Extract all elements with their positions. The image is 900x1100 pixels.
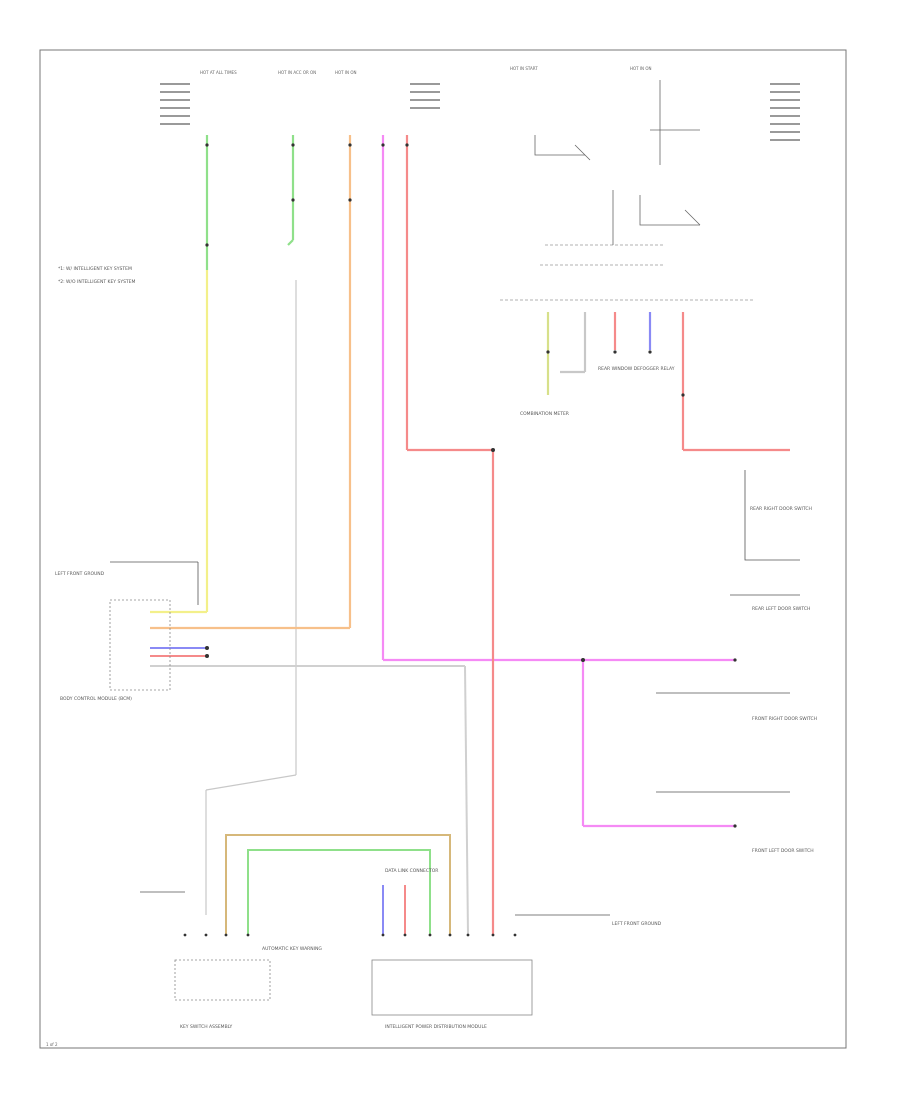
wire-magenta — [381, 135, 735, 828]
wire-grey-long — [205, 280, 297, 915]
wire-green-yellow — [150, 135, 209, 614]
wire-red — [405, 135, 495, 935]
bcm-label: BODY CONTROL MODULE (BCM) — [60, 696, 132, 702]
rear-left-door-label: REAR LEFT DOOR SWITCH — [752, 606, 810, 612]
wire-right-black — [110, 470, 800, 916]
component-boxes — [109, 599, 533, 1016]
data-link-label: DATA LINK CONNECTOR — [385, 868, 438, 874]
diagram-border — [39, 49, 847, 1049]
ipdm-label: INTELLIGENT POWER DISTRIBUTION MODULE — [385, 1024, 487, 1030]
fuse-label-5: HOT IN ON — [630, 66, 651, 71]
wire-fuse2-green — [287, 135, 295, 246]
bcm-ground-label: LEFT FRONT GROUND — [55, 571, 105, 577]
page-code: 1 of 2 — [46, 1042, 58, 1047]
front-right-door-label: FRONT RIGHT DOOR SWITCH — [752, 716, 817, 722]
ground-note-label: LEFT FRONT GROUND — [612, 921, 662, 927]
wire-red-right — [681, 312, 790, 452]
switch-schematics — [534, 80, 701, 245]
fuse-block-labels: HOT AT ALL TIMES HOT IN ACC OR ON HOT IN… — [200, 66, 651, 75]
legend-line-1: *1: W/ INTELLIGENT KEY SYSTEM — [58, 266, 132, 272]
fuse-label-2: HOT IN ACC OR ON — [278, 70, 316, 75]
component-labels: *1: W/ INTELLIGENT KEY SYSTEM *2: W/O IN… — [46, 266, 817, 1047]
front-left-door-label: FRONT LEFT DOOR SWITCH — [752, 848, 814, 854]
fuse-label-4: HOT IN START — [510, 66, 538, 71]
key-warn-label: AUTOMATIC KEY WARNING — [262, 946, 322, 952]
wire-bcm-blue-red — [150, 647, 469, 936]
bus-bars — [500, 244, 755, 301]
fuse-label-1: HOT AT ALL TIMES — [200, 70, 237, 75]
rear-right-door-label: REAR RIGHT DOOR SWITCH — [750, 506, 812, 512]
connector-pins — [183, 143, 737, 937]
wire-connector-bar — [546, 312, 652, 395]
combination-meter-label: COMBINATION METER — [520, 411, 569, 417]
rear-defogger-relay-label: REAR WINDOW DEFOGGER RELAY — [598, 366, 675, 372]
legend-line-2: *2: W/O INTELLIGENT KEY SYSTEM — [58, 279, 136, 285]
key-switch-label: KEY SWITCH ASSEMBLY — [180, 1024, 233, 1030]
top-label-stubs — [160, 83, 800, 141]
wire-bottom-loops — [225, 834, 451, 935]
fuse-label-3: HOT IN ON — [335, 70, 356, 75]
wire-orange — [150, 135, 352, 630]
